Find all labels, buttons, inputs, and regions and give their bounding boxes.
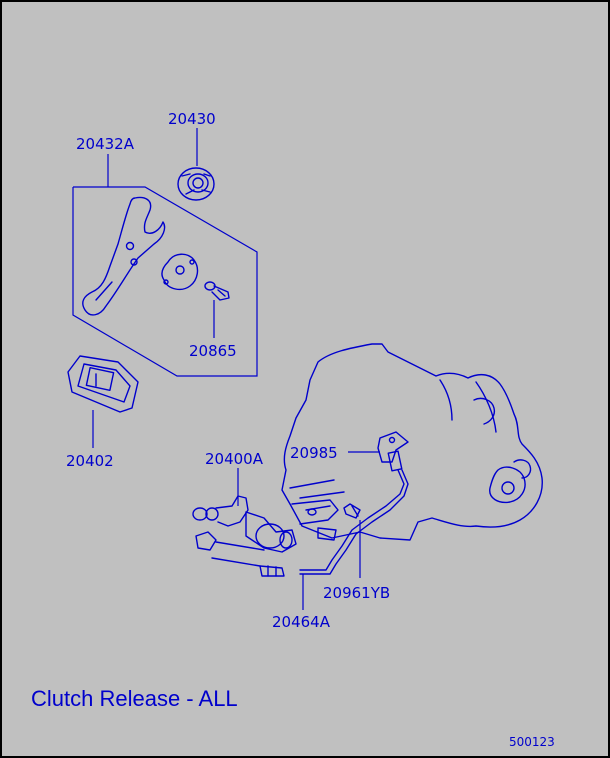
pipe-fitting (259, 565, 304, 610)
label-20464A[interactable]: 20464A (272, 613, 331, 631)
slave-cylinder (192, 468, 339, 567)
label-20865[interactable]: 20865 (189, 342, 237, 360)
transmission-housing (281, 343, 543, 541)
dust-boot (67, 355, 139, 448)
label-20432A[interactable]: 20432A (76, 135, 135, 153)
release-bearing (177, 128, 215, 201)
label-20430[interactable]: 20430 (168, 110, 216, 128)
bleeder-screw (343, 503, 361, 578)
label-20402[interactable]: 20402 (66, 452, 114, 470)
label-20961YB[interactable]: 20961YB (323, 584, 390, 602)
release-fork (82, 196, 166, 316)
hose-bracket (348, 431, 409, 472)
label-20985[interactable]: 20985 (290, 444, 338, 462)
diagram-title: Clutch Release - ALL (31, 686, 238, 711)
fork-assembly-group (72, 154, 258, 377)
clutch-hose (299, 469, 405, 571)
label-20400A[interactable]: 20400A (205, 450, 264, 468)
diagram-code: 500123 (509, 735, 555, 749)
pivot-bolt (204, 281, 230, 301)
retainer-plate (161, 253, 199, 291)
